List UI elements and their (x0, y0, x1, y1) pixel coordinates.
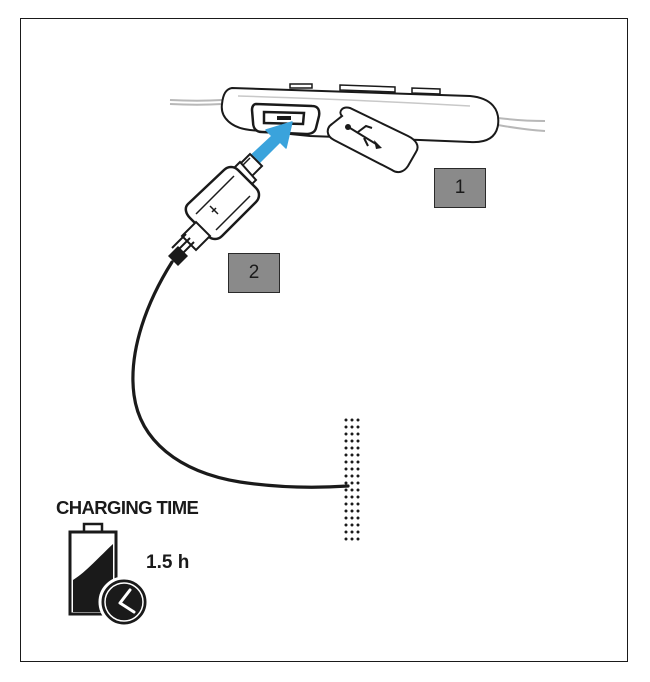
usb-plug-icon (168, 152, 264, 266)
step-badge-1: 1 (434, 168, 486, 208)
clock-icon (98, 576, 150, 628)
charging-time-title: CHARGING TIME (56, 497, 199, 518)
usb-cable (131, 260, 350, 489)
power-source-dotted-edge (344, 418, 360, 541)
diagram-frame (20, 18, 628, 662)
step-number: 1 (454, 177, 466, 198)
charging-time-value: 1.5 h (146, 552, 190, 573)
neckband-wires (169, 99, 546, 132)
step-badge-2: 2 (228, 253, 280, 293)
step-number: 2 (248, 262, 260, 283)
usb-cover-flap-icon (326, 106, 419, 174)
